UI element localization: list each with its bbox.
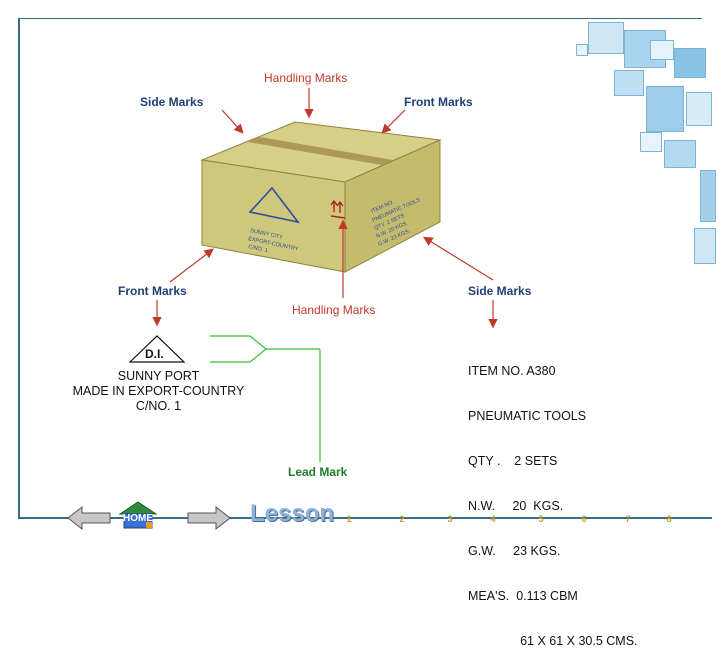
- back-arrow-button[interactable]: [66, 505, 112, 531]
- side-mark-text: ITEM NO. A380 PNEUMATIC TOOLS QTY . 2 SE…: [468, 334, 638, 664]
- lesson-number-8[interactable]: 8: [666, 514, 672, 524]
- side-mark-line-7: 61 X 61 X 30.5 CMS.: [468, 634, 638, 648]
- side-mark-line-2: PNEUMATIC TOOLS: [468, 409, 587, 423]
- label-front-marks-bottom: Front Marks: [118, 284, 187, 298]
- front-mark-line-3: C/NO. 1: [135, 399, 182, 413]
- home-button[interactable]: HOME: [114, 500, 162, 530]
- lead-mark-bracket: [210, 335, 321, 462]
- lesson-number-7[interactable]: 7: [625, 514, 631, 524]
- label-front-marks-top: Front Marks: [404, 95, 473, 109]
- side-mark-line-3: QTY . 2 SETS: [468, 454, 558, 468]
- slide-frame: [18, 18, 702, 519]
- side-mark-line-6: MEA'S. 0.113 CBM: [468, 589, 578, 603]
- side-mark-line-5: G.W. 23 KGS.: [468, 544, 561, 558]
- box-side-face: [344, 139, 441, 273]
- svg-text:C/NO. 1: C/NO. 1: [248, 244, 269, 254]
- carton-box: SUNNY CITY EXPORT-COUNTRY C/NO. 1 ITEM N…: [200, 121, 442, 273]
- box-front-triangle: [248, 186, 300, 224]
- lesson-number-3[interactable]: 3: [447, 514, 453, 524]
- lesson-number-2[interactable]: 2: [399, 514, 405, 524]
- lesson-number-1[interactable]: 1: [346, 514, 352, 524]
- label-side-marks-bottom: Side Marks: [468, 284, 532, 298]
- box-tape: [248, 137, 393, 165]
- lesson-number-4[interactable]: 4: [490, 514, 496, 524]
- front-mark-line-2: MADE IN EXPORT-COUNTRY: [72, 384, 245, 398]
- home-house-icon: [118, 501, 158, 529]
- label-handling-marks-top: Handling Marks: [264, 71, 348, 85]
- forward-arrow-button[interactable]: [186, 505, 232, 531]
- front-mark-triangle: [128, 335, 186, 363]
- front-mark-line-1: SUNNY PORT: [117, 369, 200, 383]
- pointer-arrows: [152, 88, 498, 329]
- front-mark-text: SUNNY PORT MADE IN EXPORT-COUNTRY C/NO. …: [56, 369, 261, 414]
- box-handling-symbol: [330, 199, 346, 219]
- side-mark-line-4: N.W. 20 KGS.: [468, 499, 564, 513]
- label-lead-mark: Lead Mark: [288, 465, 348, 479]
- lesson-label: Lesson: [250, 500, 335, 527]
- side-mark-line-1: ITEM NO. A380: [468, 364, 556, 378]
- front-mark-triangle-text: D.I.: [145, 347, 164, 361]
- lesson-number-5[interactable]: 5: [538, 514, 544, 524]
- label-handling-marks-bottom: Handling Marks: [292, 303, 376, 317]
- home-label: HOME: [123, 513, 153, 524]
- lesson-number-6[interactable]: 6: [581, 514, 587, 524]
- label-side-marks-top: Side Marks: [140, 95, 204, 109]
